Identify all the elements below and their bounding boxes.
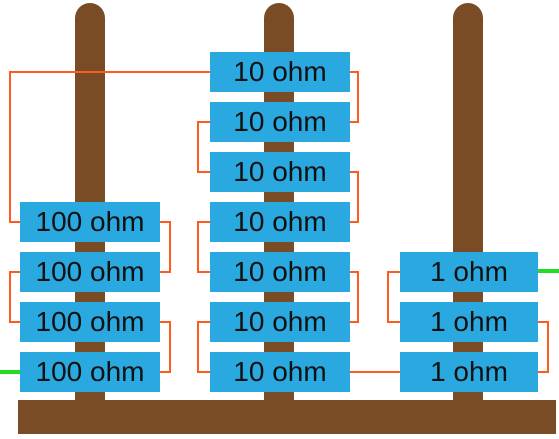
resistor-middle-6: 10 ohm xyxy=(210,302,350,342)
wire xyxy=(350,171,359,223)
resistor-middle-3: 10 ohm xyxy=(210,152,350,192)
post-right-cap xyxy=(453,3,483,33)
resistor-left-4: 100 ohm xyxy=(20,352,160,392)
resistor-middle-5: 10 ohm xyxy=(210,252,350,292)
resistor-right-3: 1 ohm xyxy=(400,352,538,392)
resistor-left-2: 100 ohm xyxy=(20,252,160,292)
wire xyxy=(9,271,20,323)
resistor-middle-4: 10 ohm xyxy=(210,202,350,242)
wooden-base xyxy=(18,400,556,434)
wire xyxy=(387,271,400,323)
post-right xyxy=(453,18,483,402)
wire xyxy=(9,71,210,223)
resistor-middle-2: 10 ohm xyxy=(210,102,350,142)
resistor-right-1: 1 ohm xyxy=(400,252,538,292)
wire xyxy=(160,321,171,373)
wire xyxy=(160,221,171,273)
wire xyxy=(538,321,549,373)
resistor-middle-1: 10 ohm xyxy=(210,52,350,92)
wire xyxy=(197,121,210,173)
resistor-left-3: 100 ohm xyxy=(20,302,160,342)
post-middle-cap xyxy=(264,3,294,33)
resistor-left-1: 100 ohm xyxy=(20,202,160,242)
resistor-right-2: 1 ohm xyxy=(400,302,538,342)
wire xyxy=(197,221,210,273)
post-left-cap xyxy=(75,3,105,33)
wire xyxy=(350,71,359,123)
wire xyxy=(197,321,210,373)
wire xyxy=(350,271,359,323)
resistor-middle-7: 10 ohm xyxy=(210,352,350,392)
